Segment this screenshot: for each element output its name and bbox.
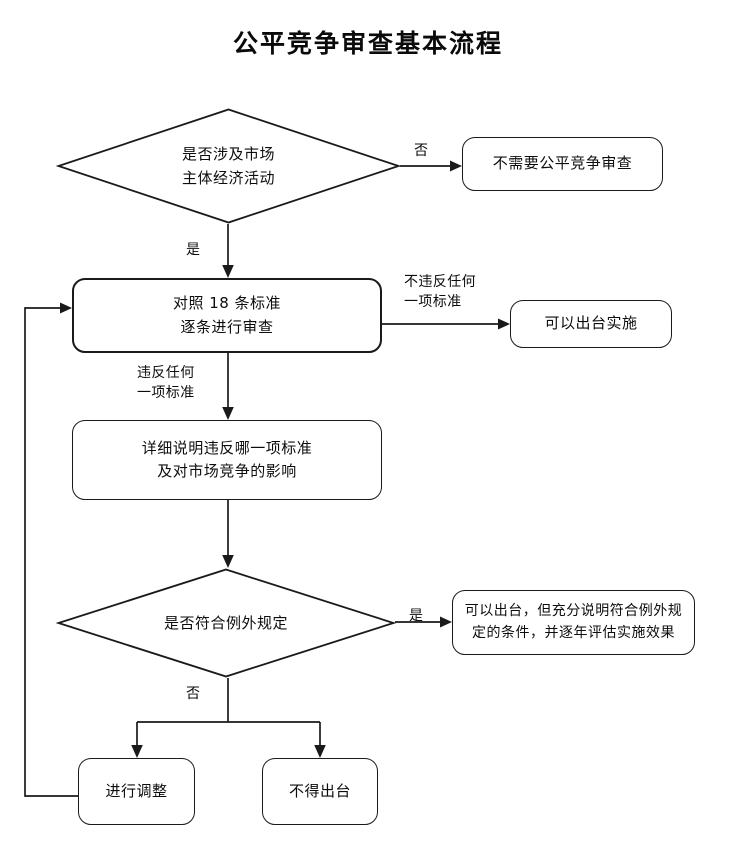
node-no-review[interactable]: 不需要公平竞争审查 <box>462 137 663 191</box>
edge-label-d1-no: 否 <box>414 143 429 159</box>
edge-label-d2-yes: 是 <box>409 608 424 624</box>
arrowhead-exception <box>440 616 452 628</box>
page-title: 公平竞争审查基本流程 <box>232 29 503 58</box>
node-exception-allowed-label: 可以出台，但充分说明符合例外规 定的条件，并逐年评估实施效果 <box>464 602 683 641</box>
arrowhead-d2 <box>222 555 234 568</box>
node-forbid-label: 不得出台 <box>288 781 351 800</box>
arrowhead-forbid <box>314 745 326 758</box>
node-criteria-review-label: 对照 18 条标准 逐条进行审查 <box>172 294 282 336</box>
node-exception-allowed[interactable]: 可以出台，但充分说明符合例外规 定的条件，并逐年评估实施效果 <box>452 590 695 655</box>
node-can-issue[interactable]: 可以出台实施 <box>510 300 672 348</box>
decision-market-activity[interactable]: 是否涉及市场 主体经济活动 <box>55 108 402 224</box>
node-no-review-label: 不需要公平竞争审查 <box>492 154 633 173</box>
arrowhead-can-issue <box>498 318 510 330</box>
node-explain-violation[interactable]: 详细说明违反哪一项标准 及对市场竞争的影响 <box>72 420 382 500</box>
arrowhead-adjust <box>131 745 143 758</box>
node-forbid[interactable]: 不得出台 <box>262 758 378 825</box>
arrowhead-no-review <box>450 160 462 172</box>
arrowhead-criteria <box>222 265 234 278</box>
diamond-shape <box>55 108 402 224</box>
edge-label-criteria-fail: 违反任何 一项标准 <box>137 365 195 402</box>
node-criteria-review[interactable]: 对照 18 条标准 逐条进行审查 <box>72 278 382 353</box>
decision-market-activity-label: 是否涉及市场 主体经济活动 <box>181 145 275 187</box>
node-adjust-label: 进行调整 <box>105 781 168 800</box>
edge-label-d2-no: 否 <box>186 686 201 702</box>
decision-exception-rule[interactable]: 是否符合例外规定 <box>55 568 397 678</box>
edge-label-d1-yes: 是 <box>186 242 201 258</box>
node-explain-violation-label: 详细说明违反哪一项标准 及对市场竞争的影响 <box>141 438 313 480</box>
node-can-issue-label: 可以出台实施 <box>544 314 638 333</box>
edge-label-criteria-pass: 不违反任何 一项标准 <box>404 274 476 311</box>
edge-feedback-loop <box>24 307 78 797</box>
diamond-shape <box>55 568 397 678</box>
arrowhead-explain <box>222 407 234 420</box>
arrowhead-feedback <box>60 302 72 314</box>
node-adjust[interactable]: 进行调整 <box>78 758 195 825</box>
decision-exception-rule-label: 是否符合例外规定 <box>163 614 288 632</box>
